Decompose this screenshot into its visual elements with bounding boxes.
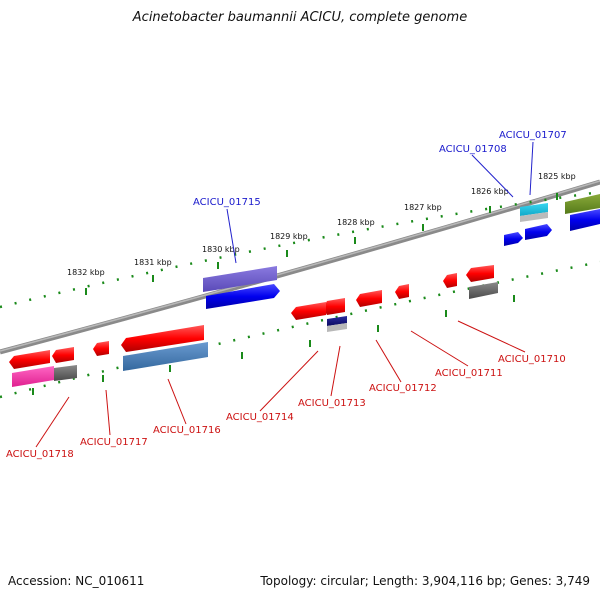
gene-feature-forward[interactable] bbox=[504, 232, 523, 246]
gene-label-reverse[interactable]: ACICU_01713 bbox=[298, 398, 366, 409]
genome-stats-text: Topology: circular; Length: 3,904,116 bp… bbox=[260, 574, 590, 588]
gene-feature-reverse[interactable] bbox=[52, 347, 74, 363]
gene-label-reverse[interactable]: ACICU_01716 bbox=[153, 425, 221, 436]
gene-feature-reverse[interactable] bbox=[123, 342, 208, 371]
inner-major-ticks bbox=[32, 295, 515, 395]
gene-feature-reverse[interactable] bbox=[356, 290, 382, 307]
gene-feature-forward[interactable] bbox=[565, 194, 600, 214]
gene-feature-reverse[interactable] bbox=[327, 316, 347, 332]
accession-text: Accession: NC_010611 bbox=[8, 574, 145, 588]
leader-line bbox=[105, 389, 111, 436]
kbp-label: 1828 kbp bbox=[337, 218, 375, 227]
leader-line bbox=[471, 154, 514, 198]
leader-line bbox=[375, 339, 402, 383]
gene-feature-reverse[interactable] bbox=[323, 298, 345, 315]
gene-feature-reverse[interactable] bbox=[443, 273, 457, 288]
leader-line bbox=[410, 330, 469, 367]
kbp-label: 1832 kbp bbox=[67, 268, 105, 277]
leader-line bbox=[330, 345, 341, 397]
gene-label-forward[interactable]: ACICU_01707 bbox=[499, 130, 567, 141]
leader-line bbox=[226, 208, 237, 264]
genome-backbone bbox=[0, 179, 600, 355]
gene-feature-reverse[interactable] bbox=[466, 265, 494, 282]
gene-label-forward[interactable]: ACICU_01715 bbox=[193, 197, 261, 208]
gene-label-reverse[interactable]: ACICU_01711 bbox=[435, 368, 503, 379]
gene-label-reverse[interactable]: ACICU_01718 bbox=[6, 449, 74, 460]
kbp-label: 1825 kbp bbox=[538, 172, 576, 181]
leader-line bbox=[529, 141, 534, 196]
gene-label-reverse[interactable]: ACICU_01714 bbox=[226, 412, 294, 423]
gene-feature-forward[interactable] bbox=[520, 203, 548, 222]
leader-line bbox=[457, 320, 526, 353]
leader-line bbox=[259, 350, 319, 412]
gene-feature-reverse[interactable] bbox=[9, 350, 50, 369]
gene-label-reverse[interactable]: ACICU_01712 bbox=[369, 383, 437, 394]
gene-feature-reverse[interactable] bbox=[469, 282, 498, 299]
gene-label-reverse[interactable]: ACICU_01717 bbox=[80, 437, 148, 448]
gene-feature-forward[interactable] bbox=[570, 209, 600, 231]
kbp-label: 1827 kbp bbox=[404, 203, 442, 212]
gene-feature-reverse[interactable] bbox=[93, 341, 109, 356]
gene-feature-reverse[interactable] bbox=[121, 325, 204, 352]
kbp-label: 1829 kbp bbox=[270, 232, 308, 241]
outer-tick-arc bbox=[0, 190, 600, 309]
gene-label-reverse[interactable]: ACICU_01710 bbox=[498, 354, 566, 365]
outer-major-ticks bbox=[85, 193, 558, 295]
gene-label-forward[interactable]: ACICU_01708 bbox=[439, 144, 507, 155]
gene-feature-reverse[interactable] bbox=[54, 365, 77, 381]
gene-feature-reverse[interactable] bbox=[291, 302, 326, 320]
leader-line bbox=[35, 396, 70, 448]
map-title: Acinetobacter baumannii ACICU, complete … bbox=[132, 10, 468, 25]
gene-feature-forward[interactable] bbox=[203, 266, 277, 292]
kbp-label: 1831 kbp bbox=[134, 258, 172, 267]
gene-feature-reverse[interactable] bbox=[12, 366, 54, 387]
gene-feature-forward[interactable] bbox=[206, 284, 280, 309]
leader-line bbox=[167, 378, 187, 425]
kbp-label: 1830 kbp bbox=[202, 245, 240, 254]
gene-feature-forward[interactable] bbox=[525, 224, 552, 240]
kbp-label: 1826 kbp bbox=[471, 187, 509, 196]
gene-feature-reverse[interactable] bbox=[395, 284, 409, 299]
